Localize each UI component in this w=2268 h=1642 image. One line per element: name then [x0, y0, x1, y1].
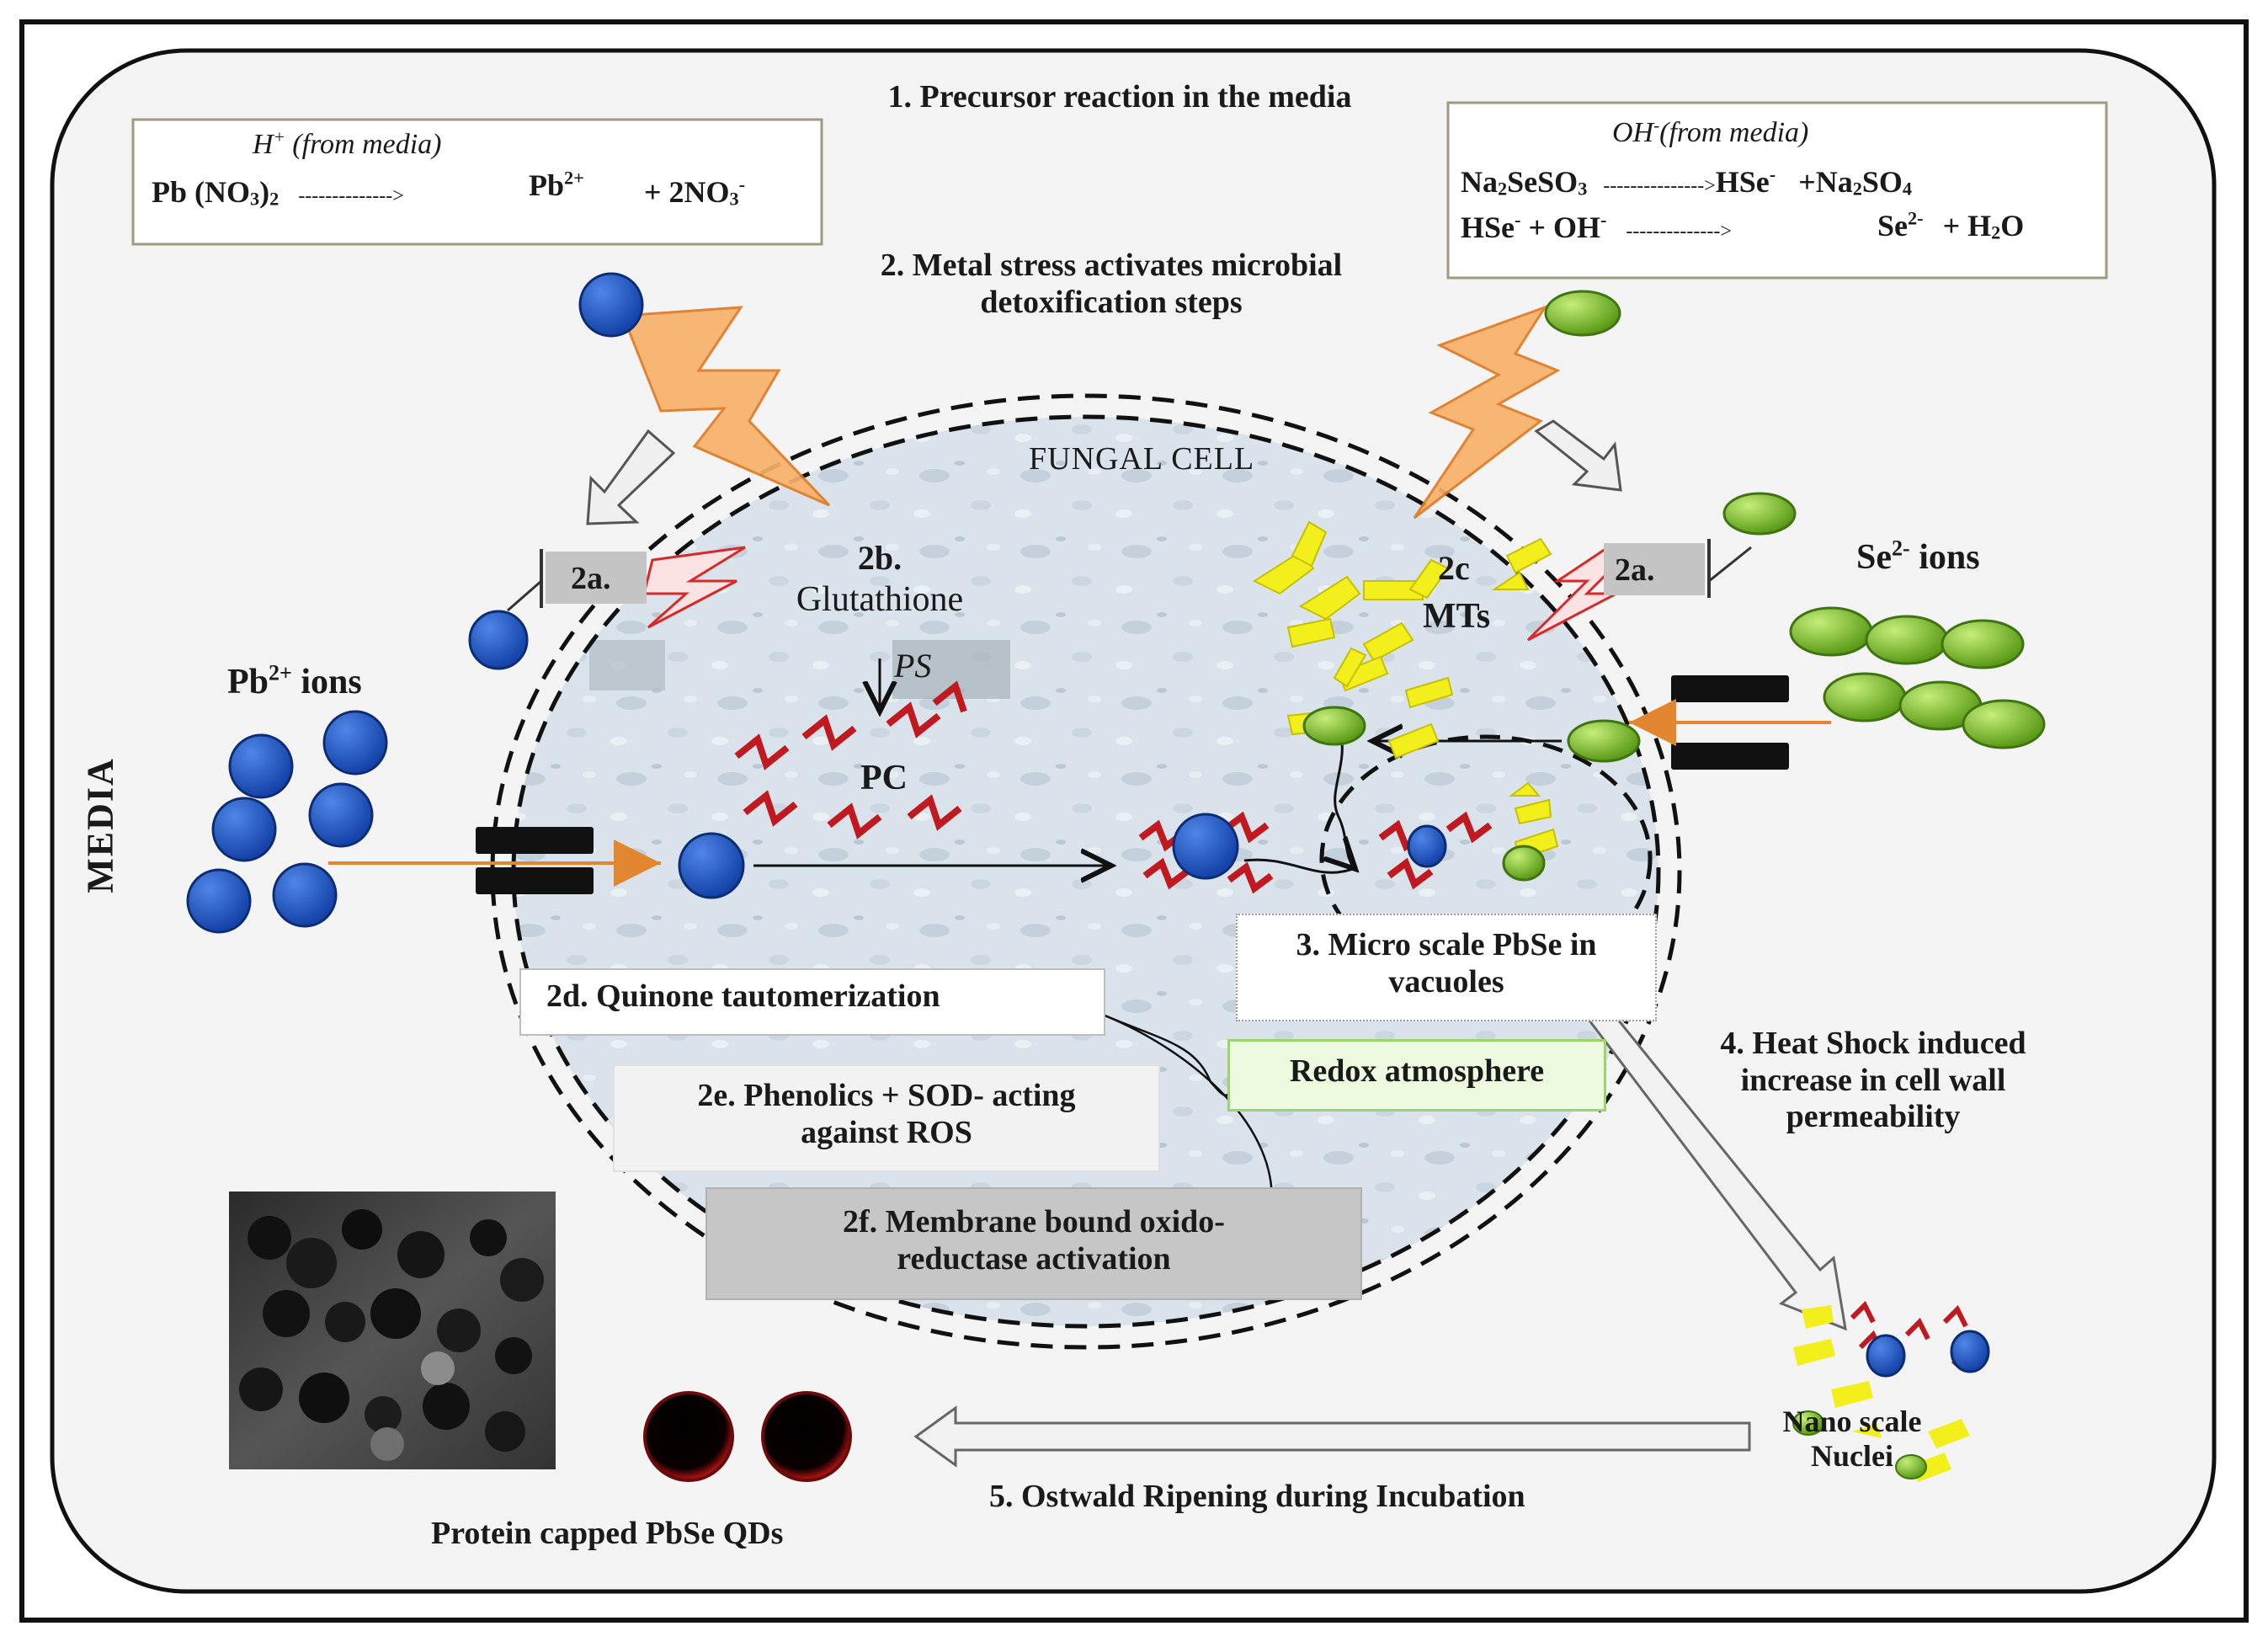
se-ion-icon: [1567, 719, 1641, 763]
pb-ion-cluster: [186, 710, 388, 934]
step2-metal-stress-label: 2. Metal stress activates microbial deto…: [880, 248, 1343, 320]
redox-atmosphere-box: Redox atmosphere: [1227, 1039, 1606, 1112]
left-catalyst-label: H+ (from media): [253, 126, 442, 160]
pbse-micro-icon: [1407, 824, 1447, 868]
step2a-right-label: 2a.: [1615, 552, 1655, 588]
se-ion-cluster: [1789, 606, 2046, 749]
se-channel: [1671, 675, 1789, 770]
pb-ions-label: Pb2+ ions: [227, 660, 362, 701]
phytochelatin-chains: [734, 680, 1493, 894]
outer-frame: [19, 19, 2249, 1623]
receptor-2a-left: [546, 552, 647, 604]
step2a-left-label: 2a.: [571, 561, 611, 596]
left-product-pb: Pb2+: [529, 167, 584, 202]
mts-label: MTs: [1423, 597, 1491, 636]
influx-arrow-left-icon: [586, 429, 676, 525]
heat-shock-arrow: [1584, 1000, 1847, 1331]
stress-lightning-left-icon: [620, 306, 831, 507]
right-equation-1: Na2SeSO3 --------------->HSe- +Na2SO4: [1461, 163, 1913, 200]
pb-pc-complex-icon: [1172, 813, 1239, 880]
lightning-small-left-icon: [642, 546, 746, 629]
nano-scale-nuclei-label: Nano scale Nuclei: [1782, 1405, 1922, 1474]
pb-channel: [476, 827, 594, 894]
influx-arrow-right-icon: [1534, 419, 1622, 492]
quantum-dot-icon: [761, 1391, 852, 1482]
ps-label: PS: [894, 647, 932, 685]
tem-micrograph-image: [229, 1192, 556, 1469]
step2e-phenolics-box: 2e. Phenolics + SOD- acting against ROS: [613, 1064, 1160, 1172]
right-equation-box: [1446, 101, 2108, 280]
se-ions-label: Se2- ions: [1856, 536, 1980, 577]
pb-ion-icon: [678, 832, 745, 899]
se-mt-complex-icon: [1302, 706, 1366, 746]
media-label: MEDIA: [79, 757, 121, 893]
left-equation-box: [131, 118, 823, 246]
receptor-2a-right: [1604, 543, 1705, 595]
glutathione-label: Glutathione: [796, 580, 964, 619]
fungal-cell-label: FUNGAL CELL: [1029, 441, 1255, 477]
step5-ostwald-label: 5. Ostwald Ripening during Incubation: [989, 1479, 1525, 1514]
step2d-quinone-box: 2d. Quinone tautomerization: [519, 968, 1105, 1036]
quantum-dot-icon: [643, 1391, 734, 1482]
stress-lightning-right-icon: [1413, 305, 1561, 520]
step2b-number: 2b.: [857, 539, 902, 577]
ostwald-ripening-arrow: [913, 1405, 1751, 1468]
pb-ion-icon: [578, 272, 644, 338]
step2c-number: 2c: [1438, 549, 1470, 587]
right-equation-2-products: Se2- + H2O: [1877, 207, 2025, 243]
pb-ion-icon: [468, 610, 529, 670]
pc-label: PC: [860, 759, 908, 797]
left-product-no3: + 2NO3-: [644, 173, 746, 210]
protein-capped-qds-label: Protein capped PbSe QDs: [431, 1516, 784, 1551]
pbse-se-icon: [1502, 845, 1546, 882]
nano-nuclei-cluster: [1792, 1300, 1990, 1482]
step4-heat-shock-label: 4. Heat Shock induced increase in cell w…: [1720, 1026, 2026, 1135]
se-ion-icon: [1722, 492, 1797, 536]
step3-micro-pbse-box: 3. Micro scale PbSe in vacuoles: [1236, 914, 1657, 1021]
left-equation: Pb (NO3)2 -------------->: [152, 175, 404, 210]
right-equation-2: HSe- + OH- -------------->: [1461, 209, 1732, 244]
se-ion-icon: [1544, 290, 1621, 337]
right-catalyst-label: OH-(from media): [1612, 115, 1809, 148]
step1-precursor-label: 1. Precursor reaction in the media: [887, 79, 1352, 115]
step2f-membrane-box: 2f. Membrane bound oxido- reductase acti…: [705, 1187, 1362, 1300]
